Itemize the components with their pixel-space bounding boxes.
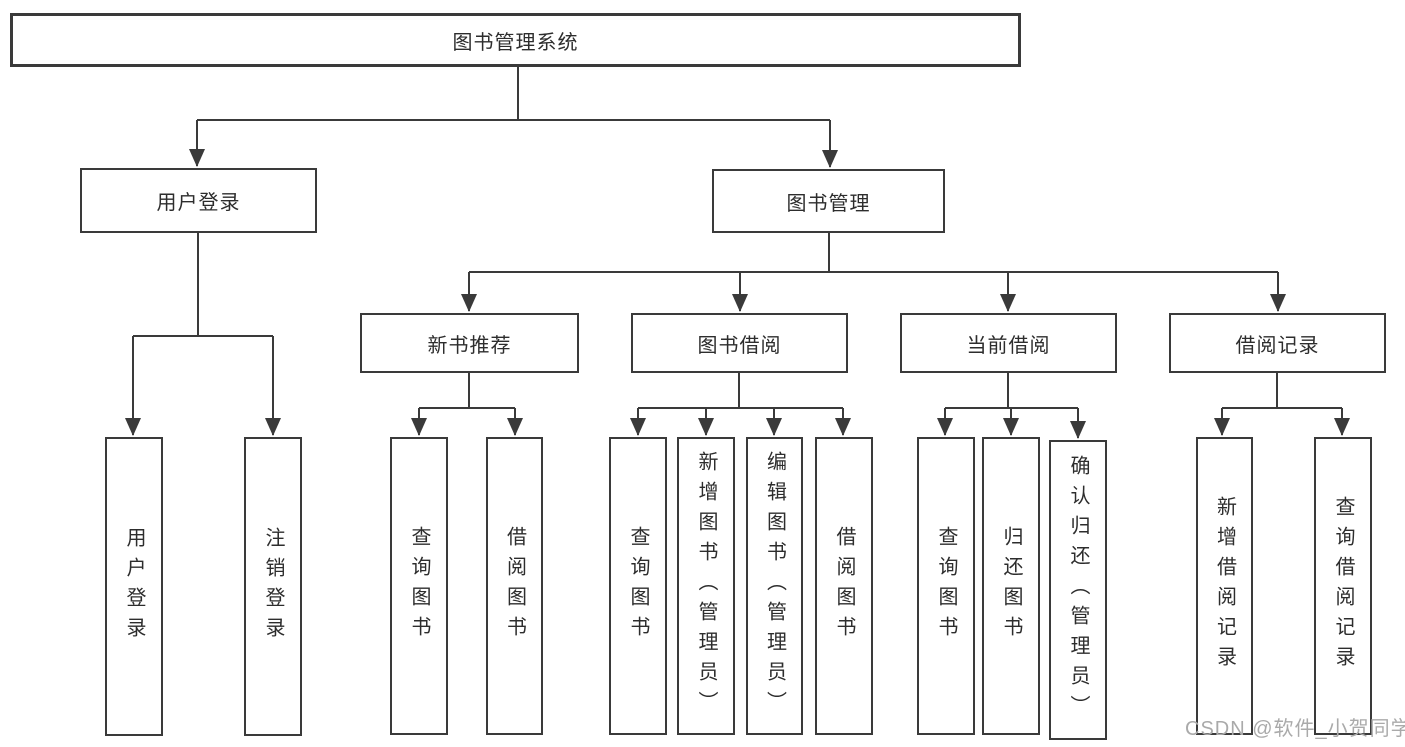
node-new-book-recommend: 新书推荐 [360, 313, 579, 373]
node-book-borrow: 图书借阅 [631, 313, 848, 373]
leaf-cb-query-books-label: 查询图书 [935, 526, 957, 646]
leaf-br-add-record-label: 新增借阅记录 [1213, 496, 1236, 676]
leaf-rec-query-books-label: 查询图书 [408, 526, 430, 646]
leaf-cb-query-books: 查询图书 [917, 437, 975, 735]
node-current-borrow: 当前借阅 [900, 313, 1117, 373]
leaf-cb-confirm-return-admin-label: 确认归还（管理员） [1067, 455, 1089, 725]
leaf-user-login: 用户登录 [105, 437, 163, 736]
watermark-text: CSDN @软件_小贺同学 [1185, 718, 1405, 740]
leaf-bb-edit-books-admin: 编辑图书（管理员） [746, 437, 803, 735]
leaf-rec-borrow-books: 借阅图书 [486, 437, 543, 735]
root-node: 图书管理系统 [10, 13, 1021, 67]
leaf-logout: 注销登录 [244, 437, 302, 736]
leaf-bb-add-books-admin: 新增图书（管理员） [677, 437, 735, 735]
leaf-br-add-record: 新增借阅记录 [1196, 437, 1253, 735]
leaf-bb-add-books-admin-label: 新增图书（管理员） [695, 451, 717, 721]
node-user-login: 用户登录 [80, 168, 317, 233]
leaf-bb-borrow-books: 借阅图书 [815, 437, 873, 735]
leaf-rec-query-books: 查询图书 [390, 437, 448, 735]
leaf-cb-return-books: 归还图书 [982, 437, 1040, 735]
leaf-cb-confirm-return-admin: 确认归还（管理员） [1049, 440, 1107, 740]
leaf-user-login-label: 用户登录 [123, 526, 145, 647]
leaf-br-query-record: 查询借阅记录 [1314, 437, 1372, 735]
leaf-bb-query-books-label: 查询图书 [627, 526, 649, 646]
leaf-bb-query-books: 查询图书 [609, 437, 667, 735]
leaf-rec-borrow-books-label: 借阅图书 [503, 526, 526, 646]
leaf-bb-edit-books-admin-label: 编辑图书（管理员） [763, 451, 786, 721]
leaf-br-query-record-label: 查询借阅记录 [1332, 496, 1354, 676]
leaf-cb-return-books-label: 归还图书 [1000, 526, 1022, 646]
leaf-logout-label: 注销登录 [262, 526, 284, 647]
node-book-management: 图书管理 [712, 169, 945, 233]
node-borrow-records: 借阅记录 [1169, 313, 1386, 373]
leaf-bb-borrow-books-label: 借阅图书 [833, 526, 855, 646]
